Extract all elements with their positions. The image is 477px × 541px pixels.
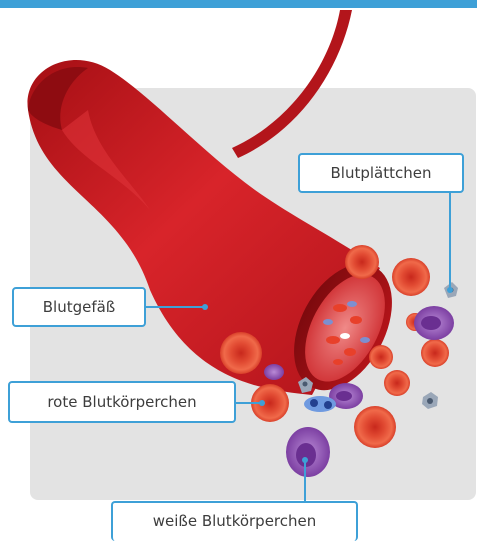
label-blood-vessel: Blutgefäß <box>12 287 146 327</box>
red-cell <box>384 370 410 396</box>
white-cell <box>264 364 284 380</box>
top-banner <box>0 0 477 8</box>
label-platelets: Blutplättchen <box>298 153 464 193</box>
red-cell <box>369 345 393 369</box>
red-cell <box>220 332 262 374</box>
label-red-blood-cells: rote Blutkörperchen <box>8 381 236 423</box>
red-cell <box>345 245 379 279</box>
red-cell <box>354 406 396 448</box>
red-cell <box>392 258 430 296</box>
red-cell <box>421 339 449 367</box>
label-white-blood-cells: weiße Blutkörperchen <box>111 501 358 541</box>
